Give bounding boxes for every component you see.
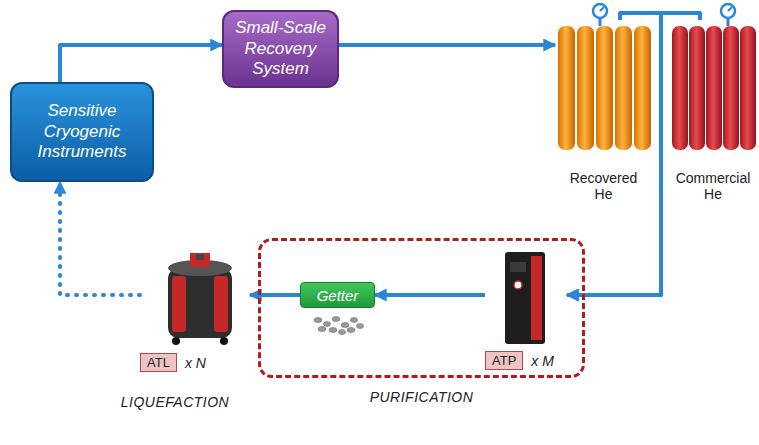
purifier-unit: ATP x M — [485, 250, 567, 370]
count-label: x M — [531, 353, 554, 370]
node-label: ATP — [485, 351, 523, 370]
getter-pellets — [314, 317, 364, 335]
purification-region: PURIFICATIONGetterATPx M — [258, 238, 585, 378]
flow-line — [375, 293, 485, 297]
flow-line — [339, 43, 555, 47]
liquefier-unit: ATL x N — [140, 250, 250, 372]
cylinder-bank: Commercial He — [670, 20, 756, 202]
purifier-illustration — [505, 252, 545, 344]
node-label: Recovered He — [564, 170, 644, 202]
node-label: ATL — [140, 353, 177, 372]
commercial-cylinders — [672, 26, 756, 150]
recovered-cylinders — [558, 26, 651, 150]
stage-label: LIQUEFACTION — [95, 394, 255, 410]
flow-line — [567, 13, 661, 295]
node-label: Commercial He — [673, 170, 753, 202]
recovery-box: Small-Scale Recovery System — [222, 10, 339, 88]
flow-line — [60, 182, 140, 295]
flow-line — [60, 45, 222, 82]
node-label: PURIFICATION — [261, 389, 582, 405]
liquefier-illustration — [168, 253, 232, 345]
node-label: Getter — [317, 287, 359, 304]
node-label: Small-Scale Recovery System — [230, 18, 331, 79]
flow-line — [567, 13, 700, 295]
node-label: Sensitive Cryogenic Instruments — [18, 101, 146, 162]
count-label: x N — [185, 355, 206, 372]
instrument-box: Sensitive Cryogenic Instruments — [10, 82, 154, 182]
getter-box: Getter — [300, 282, 375, 308]
cylinder-bank: Recovered He — [555, 20, 652, 202]
